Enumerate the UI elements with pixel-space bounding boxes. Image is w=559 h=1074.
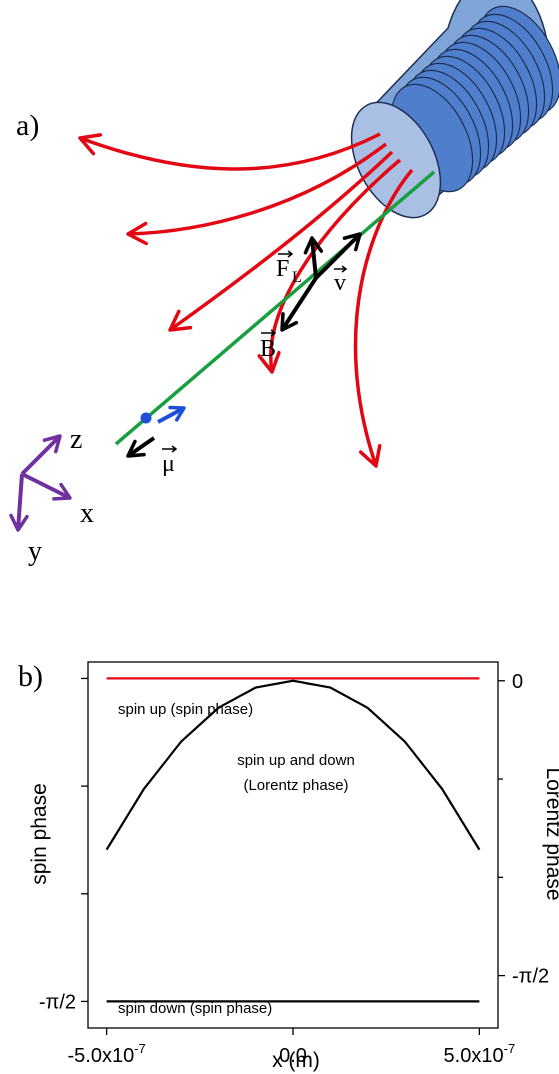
moment-symbol: μ: [162, 451, 175, 477]
right-axis-title: Lorentz phase: [542, 767, 559, 900]
axis-tick-labels: -5.0x10-7 0.0 5.0x10-7 -π/2 0 -π/2: [39, 671, 549, 1067]
trajectories: [78, 132, 414, 468]
particle-dot: [140, 412, 152, 424]
velocity-symbol: v: [334, 270, 346, 296]
x-axis-label: x: [80, 498, 94, 529]
trajectory-1: [78, 132, 381, 171]
coordinate-axes: [9, 434, 72, 532]
x-tick-label-3: 5.0x10-7: [444, 1041, 516, 1067]
lorentz-annotation-line2: (Lorentz phase): [243, 777, 348, 794]
spin-down-annotation: spin down (spin phase): [118, 1000, 272, 1017]
right-y-tick-label-2: -π/2: [512, 966, 549, 988]
spin-up-annotation: spin up (spin phase): [118, 701, 253, 718]
force-vectors: [280, 232, 362, 332]
field-symbol: B: [260, 336, 276, 362]
left-y-tick-label-1: -π/2: [39, 991, 76, 1013]
right-y-tick-label-1: 0: [512, 671, 523, 693]
x-axis-title: x (m): [272, 1049, 320, 1072]
velocity-vector-arrow: [314, 232, 362, 280]
axis-ticks: [81, 677, 505, 1035]
velocity-label: v: [334, 265, 348, 296]
y-axis-arrow: [9, 473, 29, 532]
trajectory-5: [353, 168, 414, 468]
series-line-3: [105, 679, 481, 851]
moment-arrow-black: [126, 436, 156, 458]
magnet-solenoid: [350, 0, 559, 219]
panel-b-label: b): [18, 660, 43, 693]
field-label: B: [260, 329, 277, 362]
panel-a: a): [9, 0, 559, 567]
magnet-rings: [390, 5, 559, 193]
trajectory-2: [126, 142, 388, 246]
plot-series: [105, 677, 481, 1003]
panel-a-label: a): [16, 109, 39, 142]
field-vector-arrow: [280, 276, 318, 332]
panel-b: b) -5.0x10-7 0.0 5.0x10-7 -π/2 0 -π/2 spin up…: [18, 660, 559, 1072]
lorentz-force-subscript: L: [292, 269, 302, 286]
lorentz-force-arrow: [303, 236, 324, 279]
lorentz-force-label: F L: [276, 250, 302, 286]
x-axis-arrow: [21, 472, 72, 501]
x-tick-label-2: 0.0: [279, 1045, 307, 1067]
trajectory-4: [257, 158, 402, 374]
x-tick-label-1: -5.0x10-7: [67, 1041, 145, 1067]
magnetic-moment: μ: [126, 405, 186, 477]
beam-axis: [114, 170, 436, 446]
left-axis-title: spin phase: [28, 783, 51, 885]
z-axis-arrow: [20, 434, 62, 476]
lorentz-force-symbol: F: [276, 256, 289, 282]
y-axis-label: y: [28, 536, 42, 567]
lorentz-annotation-line1: spin up and down: [237, 752, 355, 769]
trajectory-3: [168, 150, 394, 332]
moment-arrow-blue: [157, 405, 186, 424]
z-axis-label: z: [70, 424, 82, 455]
